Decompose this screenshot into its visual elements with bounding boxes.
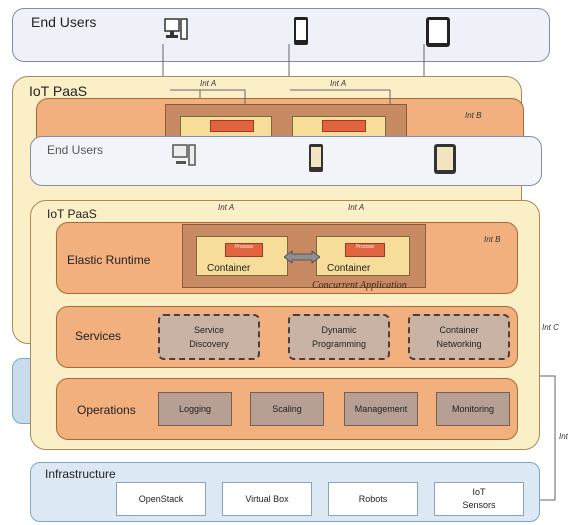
monitoring-box: Monitoring xyxy=(436,392,510,426)
service-discovery-box: Service Discovery xyxy=(158,314,260,360)
openstack-box: OpenStack xyxy=(116,482,206,516)
logging-box: Logging xyxy=(158,392,232,426)
container-label-1: Container xyxy=(207,263,251,274)
int-b-label: Int B xyxy=(484,235,501,244)
service-discovery-label: Service Discovery xyxy=(189,325,229,349)
int-a-label-3: Int A xyxy=(218,203,235,212)
process-label-2: Process xyxy=(355,244,375,250)
elastic-runtime-title: Elastic Runtime xyxy=(67,253,151,267)
tablet-icon xyxy=(425,16,451,48)
end-users-title-overlay: End Users xyxy=(47,143,104,157)
scaling-box: Scaling xyxy=(250,392,324,426)
management-label: Management xyxy=(354,404,408,414)
process-ghost-1 xyxy=(210,120,254,132)
int-d-label: Int xyxy=(559,432,568,441)
services-title: Services xyxy=(75,329,122,343)
dynamic-programming-box: Dynamic Programming xyxy=(288,314,390,360)
openstack-label: OpenStack xyxy=(138,493,184,504)
container-2: Process Container xyxy=(316,236,410,276)
concurrent-application-caption: Concurrent Application xyxy=(312,280,407,291)
logging-label: Logging xyxy=(178,404,212,414)
int-b-label-ghost: Int B xyxy=(465,111,482,120)
iot-paas-title-ghost: IoT PaaS xyxy=(29,83,88,99)
container-networking-box: Container Networking xyxy=(408,314,510,360)
container-networking-label: Container Networking xyxy=(436,325,482,349)
robots-label: Robots xyxy=(358,493,388,504)
infrastructure-title: Infrastructure xyxy=(45,467,116,481)
process-1: Process xyxy=(225,243,263,257)
end-users-panel-overlay: End Users xyxy=(30,136,542,186)
phone-icon xyxy=(293,16,309,46)
container-label-2: Container xyxy=(327,263,371,274)
process-label-1: Process xyxy=(234,244,254,250)
virtual-box-label: Virtual Box xyxy=(245,493,289,504)
monitoring-label: Monitoring xyxy=(451,404,495,414)
iot-paas-title: IoT PaaS xyxy=(47,207,97,221)
double-arrow-icon xyxy=(283,250,321,264)
phone-icon xyxy=(308,143,324,173)
iot-sensors-label: IoT Sensors xyxy=(462,487,496,510)
process-2: Process xyxy=(345,243,385,257)
int-a-label-2: Int A xyxy=(330,79,347,88)
int-c-label: Int C xyxy=(542,323,559,332)
container-1: Process Container xyxy=(196,236,288,276)
operations-title: Operations xyxy=(77,403,136,417)
robots-box: Robots xyxy=(328,482,418,516)
int-a-label-4: Int A xyxy=(348,203,365,212)
tablet-icon xyxy=(433,143,457,175)
iot-sensors-box: IoT Sensors xyxy=(434,482,524,516)
end-users-title: End Users xyxy=(31,14,97,30)
scaling-label: Scaling xyxy=(272,404,302,414)
desktop-icon xyxy=(163,17,189,45)
process-ghost-2 xyxy=(322,120,366,132)
int-a-label-1: Int A xyxy=(200,79,217,88)
dynamic-programming-label: Dynamic Programming xyxy=(311,325,367,349)
desktop-icon xyxy=(171,143,197,171)
virtual-box-box: Virtual Box xyxy=(222,482,312,516)
end-users-panel-top: End Users xyxy=(12,8,550,62)
management-box: Management xyxy=(344,392,418,426)
